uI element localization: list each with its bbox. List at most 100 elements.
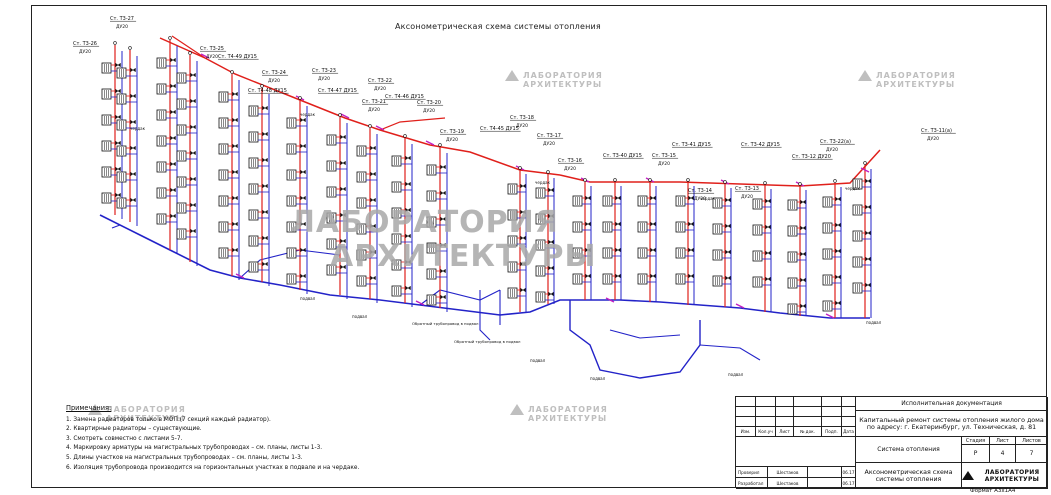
valve-icon xyxy=(130,197,136,203)
valve-icon xyxy=(262,157,268,163)
supply-branch xyxy=(171,35,206,59)
air-vent-icon xyxy=(128,46,132,50)
valve-icon xyxy=(548,187,554,193)
air-vent-icon xyxy=(188,51,192,55)
return-drop xyxy=(479,290,491,341)
radiator xyxy=(712,249,723,261)
valve-icon xyxy=(370,145,376,151)
radiator xyxy=(218,143,229,155)
valve-icon xyxy=(262,131,268,137)
radiator xyxy=(248,157,259,169)
stamp-sheet-header: Лист xyxy=(990,437,1016,445)
riser-label: Ст. Т3-15 xyxy=(652,153,676,159)
return-stub xyxy=(111,224,121,229)
watermark-large: ЛАБОРАТОРИЯ АРХИТЕКТУРЫ xyxy=(290,205,597,274)
air-vent-icon xyxy=(168,36,172,40)
stamp-sheets-header: Листов xyxy=(1016,437,1048,445)
logo-icon xyxy=(510,404,524,415)
valve-icon xyxy=(130,145,136,151)
drawing-frame xyxy=(31,5,1047,488)
valve-icon xyxy=(765,224,771,230)
valve-icon xyxy=(115,88,121,94)
radiator xyxy=(218,117,229,129)
valve-icon xyxy=(835,196,841,202)
valve-icon xyxy=(835,300,841,306)
radiator xyxy=(248,105,259,117)
basement-label: подвал xyxy=(300,296,316,301)
radiator xyxy=(602,247,613,259)
radiator xyxy=(156,83,167,95)
valve-icon xyxy=(615,221,621,227)
stamp-col-header: Изм. xyxy=(736,427,756,437)
radiator xyxy=(787,225,798,237)
radiator xyxy=(156,109,167,121)
riser-label: Ст. Т3-27 xyxy=(110,16,134,22)
radiator xyxy=(326,160,337,172)
stamp-section: Система отопления xyxy=(856,437,962,463)
valve-icon xyxy=(440,216,446,222)
radiator xyxy=(637,221,648,233)
radiator xyxy=(535,239,546,251)
air-vent-icon xyxy=(518,166,522,170)
radiator xyxy=(176,98,187,110)
radiator xyxy=(507,261,518,273)
riser-label: Ст. Т3-12 ДУ20 xyxy=(792,154,831,160)
riser-label: Ст. Т3-40 ДУ15 xyxy=(603,153,642,159)
radiator xyxy=(326,238,337,250)
valve-icon xyxy=(725,249,731,255)
riser-diameter-label: ДУ20 xyxy=(543,141,555,147)
riser-diameter-label: ДУ20 xyxy=(374,86,386,92)
riser-label: Ст. Т3-23 xyxy=(312,68,336,74)
valve-icon xyxy=(190,124,196,130)
riser-diameter-label: ДУ20 xyxy=(658,161,670,167)
valve-icon xyxy=(405,207,411,213)
pipe-sleeve xyxy=(235,273,245,279)
radiator xyxy=(426,268,437,280)
valve-icon xyxy=(865,230,871,236)
radiator xyxy=(116,145,127,157)
air-vent-icon xyxy=(833,179,837,183)
valve-icon xyxy=(865,256,871,262)
return-branch xyxy=(609,329,681,339)
radiator xyxy=(572,195,583,207)
valve-icon xyxy=(115,62,121,68)
notes-block: Примечания: 1. Замена радиаторов только … xyxy=(66,404,446,473)
riser-diameter-label: ДУ20 xyxy=(927,136,939,142)
valve-icon xyxy=(585,221,591,227)
radiator xyxy=(286,169,297,181)
riser-label: Ст. Т4-46 ДУ15 xyxy=(385,94,424,100)
riser-label: Ст. Т3-13 xyxy=(735,186,759,192)
valve-icon xyxy=(405,155,411,161)
drawing-title: Аксонометрическая схема системы отоплени… xyxy=(395,22,601,31)
radiator xyxy=(787,303,798,315)
pipe-sleeve xyxy=(425,140,435,146)
radiator xyxy=(637,195,648,207)
attic-label: чердак xyxy=(700,196,716,201)
stamp-name: Шестаков xyxy=(768,467,808,478)
valve-icon xyxy=(300,117,306,123)
stamp-col-header: № док. xyxy=(794,427,822,437)
pipe-sleeve xyxy=(735,303,745,309)
watermark: ЛАБОРАТОРИЯ АРХИТЕКТУРЫ xyxy=(505,70,603,90)
valve-icon xyxy=(440,294,446,300)
logo-icon xyxy=(505,70,519,81)
radiator xyxy=(286,273,297,285)
radiator xyxy=(356,197,367,209)
valve-icon xyxy=(615,273,621,279)
attic-label: чердак xyxy=(300,112,316,117)
air-vent-icon xyxy=(686,178,690,182)
valve-icon xyxy=(170,187,176,193)
stamp-stage: Р xyxy=(962,445,990,463)
valve-icon xyxy=(300,221,306,227)
riser-label: Ст. Т3-11(а) xyxy=(921,128,952,134)
radiator xyxy=(286,117,297,129)
riser-label: Ст. Т4-49 ДУ15 xyxy=(218,54,257,60)
air-vent-icon xyxy=(723,180,727,184)
riser-label: Ст. Т3-24 xyxy=(262,70,286,76)
radiator xyxy=(156,161,167,173)
radiator xyxy=(116,197,127,209)
note-item: 1. Замена радиаторов только в МОП (7 сек… xyxy=(66,416,271,423)
valve-icon xyxy=(800,225,806,231)
valve-icon xyxy=(340,238,346,244)
riser-label: Ст. Т3-26 xyxy=(73,41,97,47)
